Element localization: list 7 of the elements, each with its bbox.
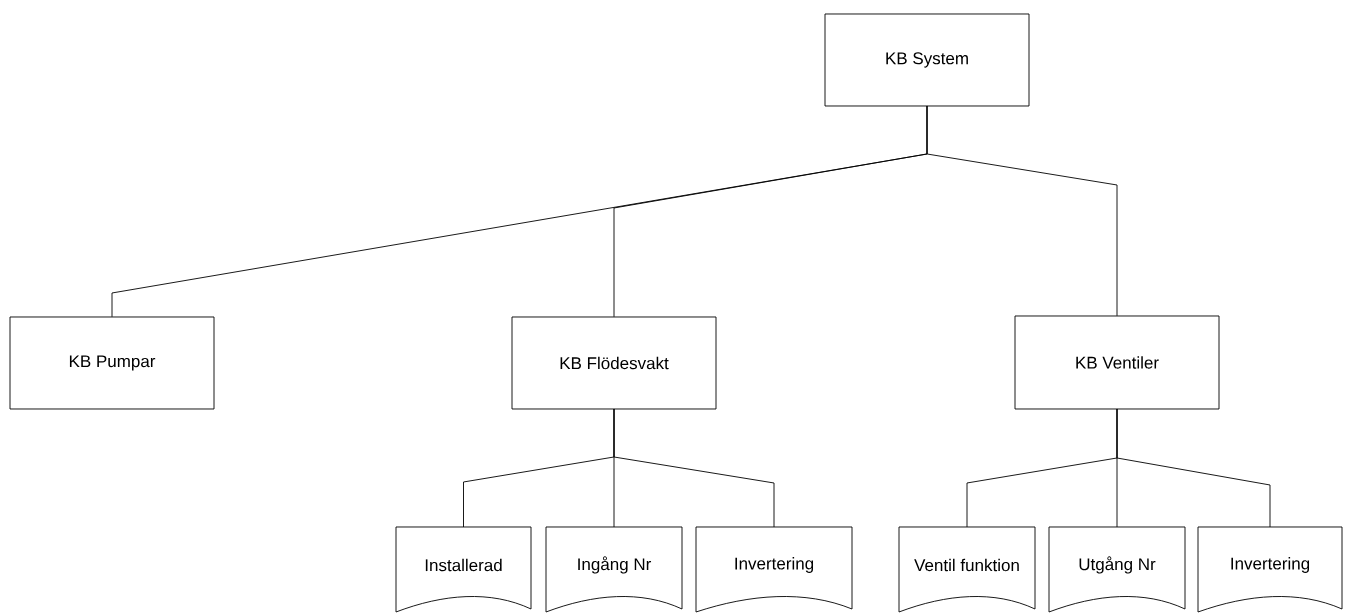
process-box: KB System: [824, 13, 1030, 107]
connector-line: [926, 105, 1118, 317]
connector-line: [1116, 408, 1271, 528]
process-box: KB Pumpar: [9, 316, 215, 410]
process-box: KB Flödesvakt: [511, 316, 717, 410]
process-box: KB Ventiler: [1014, 315, 1220, 410]
connector-line: [613, 408, 775, 528]
